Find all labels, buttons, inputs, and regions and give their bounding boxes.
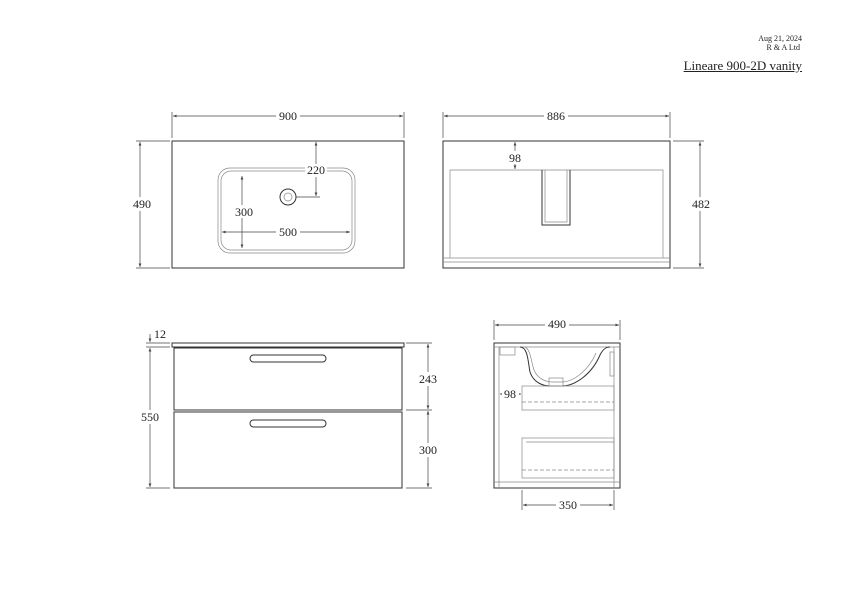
side-view: 490 98 350 [493, 317, 621, 512]
dim-bowl-width: 500 [279, 225, 297, 239]
dim-notch: 98 [509, 151, 521, 165]
dim-tap-offset: 220 [307, 163, 325, 177]
dim-drawer-depth: 350 [559, 498, 577, 512]
front-view: 12 550 243 300 [138, 327, 440, 489]
drawing-title: Lineare 900-2D vanity [683, 58, 802, 73]
dim-bowl-depth: 300 [235, 205, 253, 219]
overflow-icon [499, 346, 516, 356]
dim-height: 550 [141, 410, 159, 424]
date-label: Aug 21, 2024 [758, 34, 802, 43]
dim-offset: 98 [504, 387, 516, 401]
dim-depth: 490 [133, 197, 151, 211]
dim-side-depth: 490 [548, 317, 566, 331]
drawer-handle [249, 354, 327, 363]
dim-rear-height: 482 [692, 197, 710, 211]
dim-drawer-bottom: 300 [419, 443, 437, 457]
dim-drawer-top: 243 [419, 372, 437, 386]
dim-width: 900 [279, 109, 297, 123]
drawer-handle [249, 419, 327, 428]
dim-top-thickness: 12 [154, 327, 166, 341]
dim-rear-width: 886 [547, 109, 565, 123]
top-view: 900 490 220 300 500 [130, 108, 405, 269]
company-label: R & A Ltd [766, 43, 800, 52]
rear-view: 886 98 482 [442, 108, 713, 269]
tap-hole-icon [279, 188, 297, 206]
